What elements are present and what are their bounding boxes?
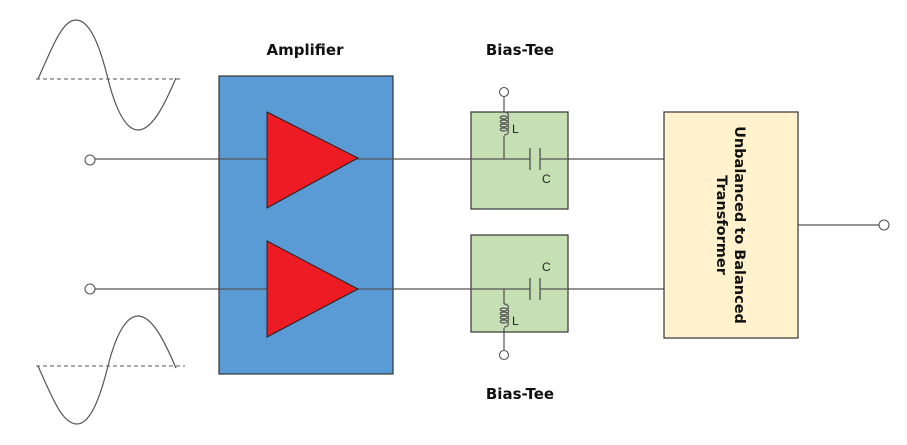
top-capacitor-label: C (542, 172, 551, 186)
bottom-capacitor-label: C (542, 260, 551, 274)
transformer-label-line1: Unbalanced to Balanced (731, 126, 747, 324)
bottom-bias-terminal (498, 349, 510, 361)
output-terminal (878, 219, 890, 231)
transformer-label-line2: Transformer (713, 175, 729, 276)
bottom-capacitor-icon (529, 278, 541, 300)
bottom-bias-tee-label: Bias-Tee (486, 385, 554, 403)
top-input-terminal (84, 154, 96, 166)
bottom-waveform-sine (37, 315, 177, 425)
bottom-input-waveform (36, 315, 185, 425)
bottom-amplifier-triangle (266, 240, 360, 338)
bottom-inductor-label: L (512, 314, 519, 328)
transformer-block (663, 111, 799, 339)
top-bias-tee-block (470, 111, 569, 210)
amplifier-label: Amplifier (267, 41, 345, 59)
bottom-bias-tee-block (470, 234, 569, 333)
amplifier-block (218, 75, 394, 375)
bottom-input-terminal (84, 283, 96, 295)
top-bias-terminal (498, 86, 510, 98)
bottom-inductor-icon (499, 289, 510, 350)
top-bias-tee-label: Bias-Tee (486, 41, 554, 59)
top-waveform-sine (37, 19, 177, 131)
top-capacitor-icon (529, 148, 541, 170)
top-input-waveform (36, 19, 183, 131)
top-inductor-icon (499, 97, 510, 159)
top-amplifier-triangle (266, 111, 360, 209)
top-inductor-label: L (512, 122, 519, 136)
